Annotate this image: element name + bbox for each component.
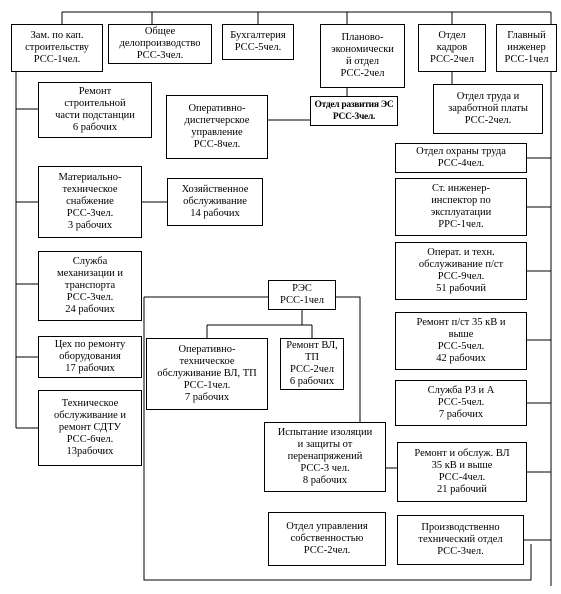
box-ispytanie-izolyatsii: Испытание изоляции и защиты от перенапря… [264,422,386,492]
box-remont-pst-35: Ремонт п/ст 35 кВ и выше РСС-5чел. 42 ра… [395,312,527,370]
box-operativno-tekhnicheskoe-vl-tp-text: Оперативно- техническое обслуживание ВЛ,… [157,344,257,403]
box-res-text: РЭС РСС-1чел [280,283,324,306]
box-zam-kap-stroitelstvu-text: Зам. по кап. строительству РСС-1чел. [25,30,89,65]
box-remont-chasti-podstantsii-text: Ремонт строительной части подстанции 6 р… [55,86,135,133]
box-otdel-truda-zarplaty-text: Отдел труда и заработной платы РСС-2чел. [448,91,528,126]
box-otdel-upravleniya-sobstvennostyu: Отдел управления собственностью РСС-2чел… [268,512,386,566]
box-operat-tekhn-obsluzhivanie-pst-text: Операт. и техн. обслуживание п/ст РСС-9ч… [418,247,504,294]
box-tsekh-po-remontu: Цех по ремонту оборудования 17 рабочих [38,336,142,378]
box-glavnyy-inzhener-text: Главный инженер РСС-1чел [504,30,549,65]
box-remont-obsluzh-vl-35: Ремонт и обслуж. ВЛ 35 кВ и выше РСС-4че… [397,442,527,502]
box-remont-vl-tp-text: Ремонт ВЛ, ТП РСС-2чел 6 рабочих [286,340,338,387]
box-sluzhba-rz-a: Служба РЗ и А РСС-5чел. 7 рабочих [395,380,527,426]
box-st-inzhener-inspektor: Ст. инженер- инспектор по эксплуатации Р… [395,178,527,236]
box-otdel-truda-zarplaty: Отдел труда и заработной платы РСС-2чел. [433,84,543,134]
box-materialno-tekhnicheskoe-text: Материально- техническое снабжение РСС-3… [58,172,122,231]
box-remont-obsluzh-vl-35-text: Ремонт и обслуж. ВЛ 35 кВ и выше РСС-4че… [414,448,510,495]
box-otdel-razvitiya-es-text: Отдел развития ЭС РСС-3чел. [314,100,394,122]
connector-res-right [336,296,361,460]
box-khozyaystvennoe-obsluzhivanie: Хозяйственное обслуживание 14 рабочих [167,178,263,226]
box-khozyaystvennoe-obsluzhivanie-text: Хозяйственное обслуживание 14 рабочих [181,184,249,219]
box-obshchee-deloproizvodstvo-text: Общее делопроизводство РСС-3чел. [119,26,201,61]
box-tekhnicheskoe-obsluzhivanie-sdtu-text: Техническое обслуживание и ремонт СДТУ Р… [53,398,127,457]
box-tsekh-po-remontu-text: Цех по ремонту оборудования 17 рабочих [54,339,126,374]
box-bukhgalteriya: Бухгалтерия РСС-5чел. [222,24,294,60]
box-otdel-okhrany-truda-text: Отдел охраны труда РСС-4чел. [416,146,506,169]
box-materialno-tekhnicheskoe: Материально- техническое снабжение РСС-3… [38,166,142,238]
box-otdel-okhrany-truda: Отдел охраны труда РСС-4чел. [395,143,527,173]
box-res: РЭС РСС-1чел [268,280,336,310]
box-planovo-ekonomicheskiy-text: Планово- экономически й отдел РСС-2чел [331,32,394,79]
connector-big-loop [143,296,532,581]
box-sluzhba-rz-a-text: Служба РЗ и А РСС-5чел. 7 рабочих [427,385,495,420]
box-otdel-razvitiya-es: Отдел развития ЭС РСС-3чел. [310,96,398,126]
box-remont-vl-tp: Ремонт ВЛ, ТП РСС-2чел 6 рабочих [280,338,344,390]
box-st-inzhener-inspektor-text: Ст. инженер- инспектор по эксплуатации Р… [430,183,492,230]
box-tekhnicheskoe-obsluzhivanie-sdtu: Техническое обслуживание и ремонт СДТУ Р… [38,390,142,466]
box-remont-chasti-podstantsii: Ремонт строительной части подстанции 6 р… [38,82,152,138]
box-proizvodstvenno-tekhnicheskiy: Производственно технический отдел РСС-3ч… [397,515,524,565]
box-bukhgalteriya-text: Бухгалтерия РСС-5чел. [230,30,286,53]
box-operativno-tekhnicheskoe-vl-tp: Оперативно- техническое обслуживание ВЛ,… [146,338,268,410]
box-zam-kap-stroitelstvu: Зам. по кап. строительству РСС-1чел. [11,24,103,72]
box-planovo-ekonomicheskiy: Планово- экономически й отдел РСС-2чел [320,24,405,88]
box-otdel-upravleniya-sobstvennostyu-text: Отдел управления собственностью РСС-2чел… [286,521,368,556]
box-operativno-dispetcherskoe-text: Оперативно- диспетчерское управление РСС… [184,103,250,150]
box-obshchee-deloproizvodstvo: Общее делопроизводство РСС-3чел. [108,24,212,64]
box-sluzhba-mekhanizatsii-text: Служба механизации и транспорта РСС-3чел… [56,256,124,315]
box-operat-tekhn-obsluzhivanie-pst: Операт. и техн. обслуживание п/ст РСС-9ч… [395,242,527,300]
box-otdel-kadrov: Отдел кадров РСС-2чел [418,24,486,72]
box-sluzhba-mekhanizatsii: Служба механизации и транспорта РСС-3чел… [38,251,142,321]
box-remont-pst-35-text: Ремонт п/ст 35 кВ и выше РСС-5чел. 42 ра… [416,317,506,364]
box-glavnyy-inzhener: Главный инженер РСС-1чел [496,24,557,72]
box-ispytanie-izolyatsii-text: Испытание изоляции и защиты от перенапря… [277,427,373,486]
box-otdel-kadrov-text: Отдел кадров РСС-2чел [430,30,474,65]
box-proizvodstvenno-tekhnicheskiy-text: Производственно технический отдел РСС-3ч… [418,522,503,557]
box-operativno-dispetcherskoe: Оперативно- диспетчерское управление РСС… [166,95,268,159]
